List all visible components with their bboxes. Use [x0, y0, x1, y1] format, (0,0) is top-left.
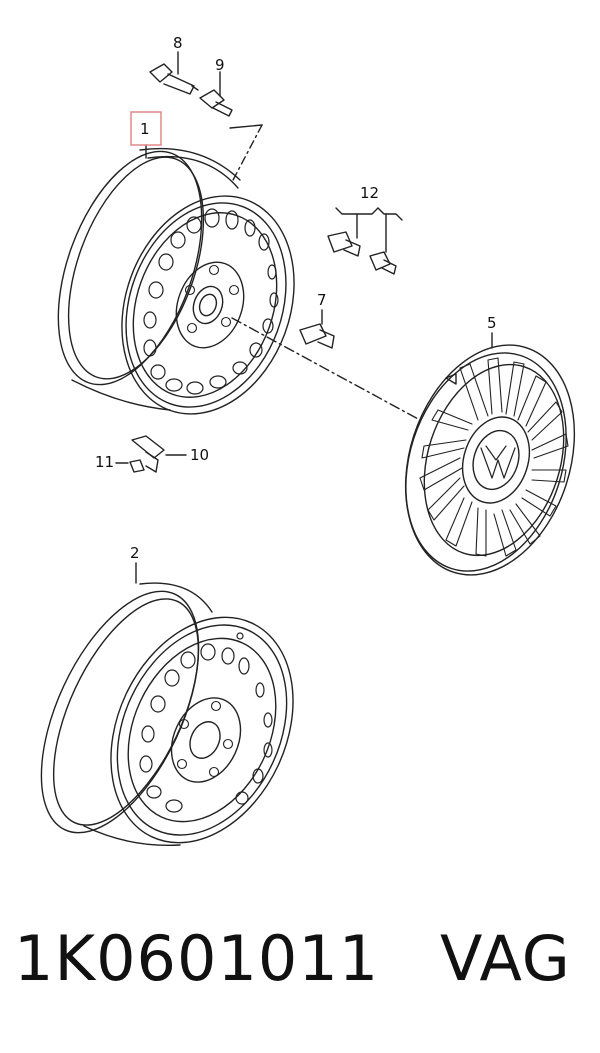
callout-2: 2: [130, 544, 140, 562]
wheel-1-vent-holes: [143, 208, 279, 395]
callout-11: 11: [95, 453, 114, 471]
callout-8: 8: [173, 34, 183, 52]
steel-wheel-1: [57, 147, 295, 415]
callout-1: 1: [140, 120, 150, 138]
part-number-text: 1K0601011: [14, 922, 380, 995]
wheel-1-bolt-holes: [184, 264, 240, 334]
steel-wheel-2: [40, 582, 294, 847]
wheel-cover-spokes: [419, 357, 569, 557]
callout-5: 5: [487, 314, 497, 332]
callout-1-highlight-box: [130, 111, 162, 146]
callout-9: 9: [215, 56, 225, 74]
callout-7: 7: [317, 291, 327, 309]
wheel-bolt-set-12: [327, 207, 403, 275]
brand-text: VAG: [440, 922, 571, 995]
vw-logo-icon: [480, 445, 516, 479]
balance-weight-clips-10-11: [115, 435, 187, 473]
wheel-bolt-7: [299, 309, 335, 349]
wheel-cover-5: [404, 344, 576, 576]
valve-stem-8: [149, 51, 199, 95]
wheel-2-vent-holes: [139, 632, 273, 813]
wheel-2-bolt-holes: [176, 700, 234, 778]
callout-12: 12: [360, 184, 379, 202]
valve-insert-9: [199, 71, 233, 117]
callout-10: 10: [190, 446, 209, 464]
